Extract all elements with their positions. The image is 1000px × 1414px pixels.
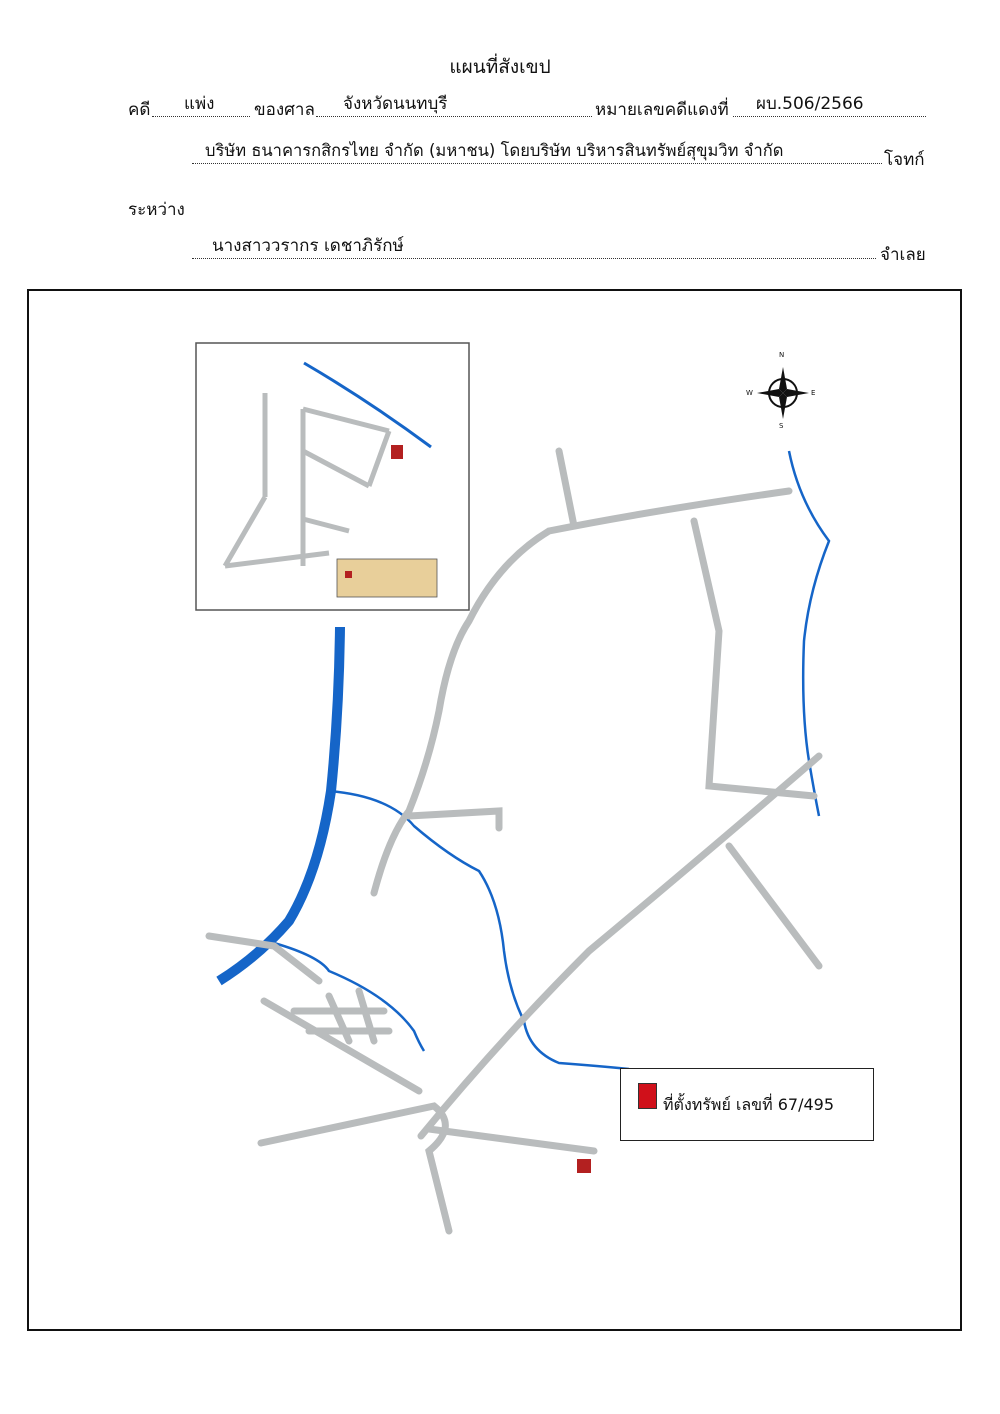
- court-label: ของศาล: [254, 100, 315, 120]
- map-canvas: N S E W: [195, 342, 831, 1235]
- between-label: ระหว่าง: [128, 200, 185, 220]
- plaintiff-name: บริษัท ธนาคารกสิกรไทย จำกัด (มหาชน) โดยบ…: [205, 141, 784, 160]
- legend-text: ที่ตั้งทรัพย์ เลขที่ 67/495: [663, 1095, 835, 1114]
- compass-icon: [757, 367, 809, 419]
- compass-s: S: [779, 422, 784, 430]
- defendant-name: นางสาววรากร เดชาภิรักษ์: [212, 236, 404, 256]
- compass-e: E: [811, 389, 815, 397]
- map-frame: N S E W ที่ตั้งทรัพย์ เลขที่ 67/495: [27, 289, 962, 1331]
- page-title: แผนที่สังเขป: [449, 56, 551, 78]
- property-location-marker: [577, 1159, 591, 1173]
- dotted-line: [192, 163, 882, 164]
- rivers: [216, 450, 831, 1071]
- legend-swatch: [638, 1083, 657, 1109]
- case-label: คดี: [128, 100, 151, 120]
- defendant-label: จำเลย: [880, 245, 926, 265]
- roads: [205, 447, 823, 1235]
- compass-n: N: [779, 351, 784, 359]
- dotted-line: [316, 116, 592, 117]
- dotted-line: [192, 258, 876, 259]
- case-type: แพ่ง: [184, 94, 215, 114]
- case-no: ผบ.506/2566: [756, 94, 864, 114]
- plaintiff-label: โจทก์: [884, 150, 925, 170]
- inset-map: [195, 342, 470, 611]
- case-no-label: หมายเลขคดีแดงที่: [595, 100, 729, 120]
- legend-box: ที่ตั้งทรัพย์ เลขที่ 67/495: [620, 1068, 874, 1141]
- dotted-line: [152, 116, 250, 117]
- compass-w: W: [746, 389, 753, 397]
- dotted-line: [733, 116, 926, 117]
- court-name: จังหวัดนนทบุรี: [343, 94, 448, 114]
